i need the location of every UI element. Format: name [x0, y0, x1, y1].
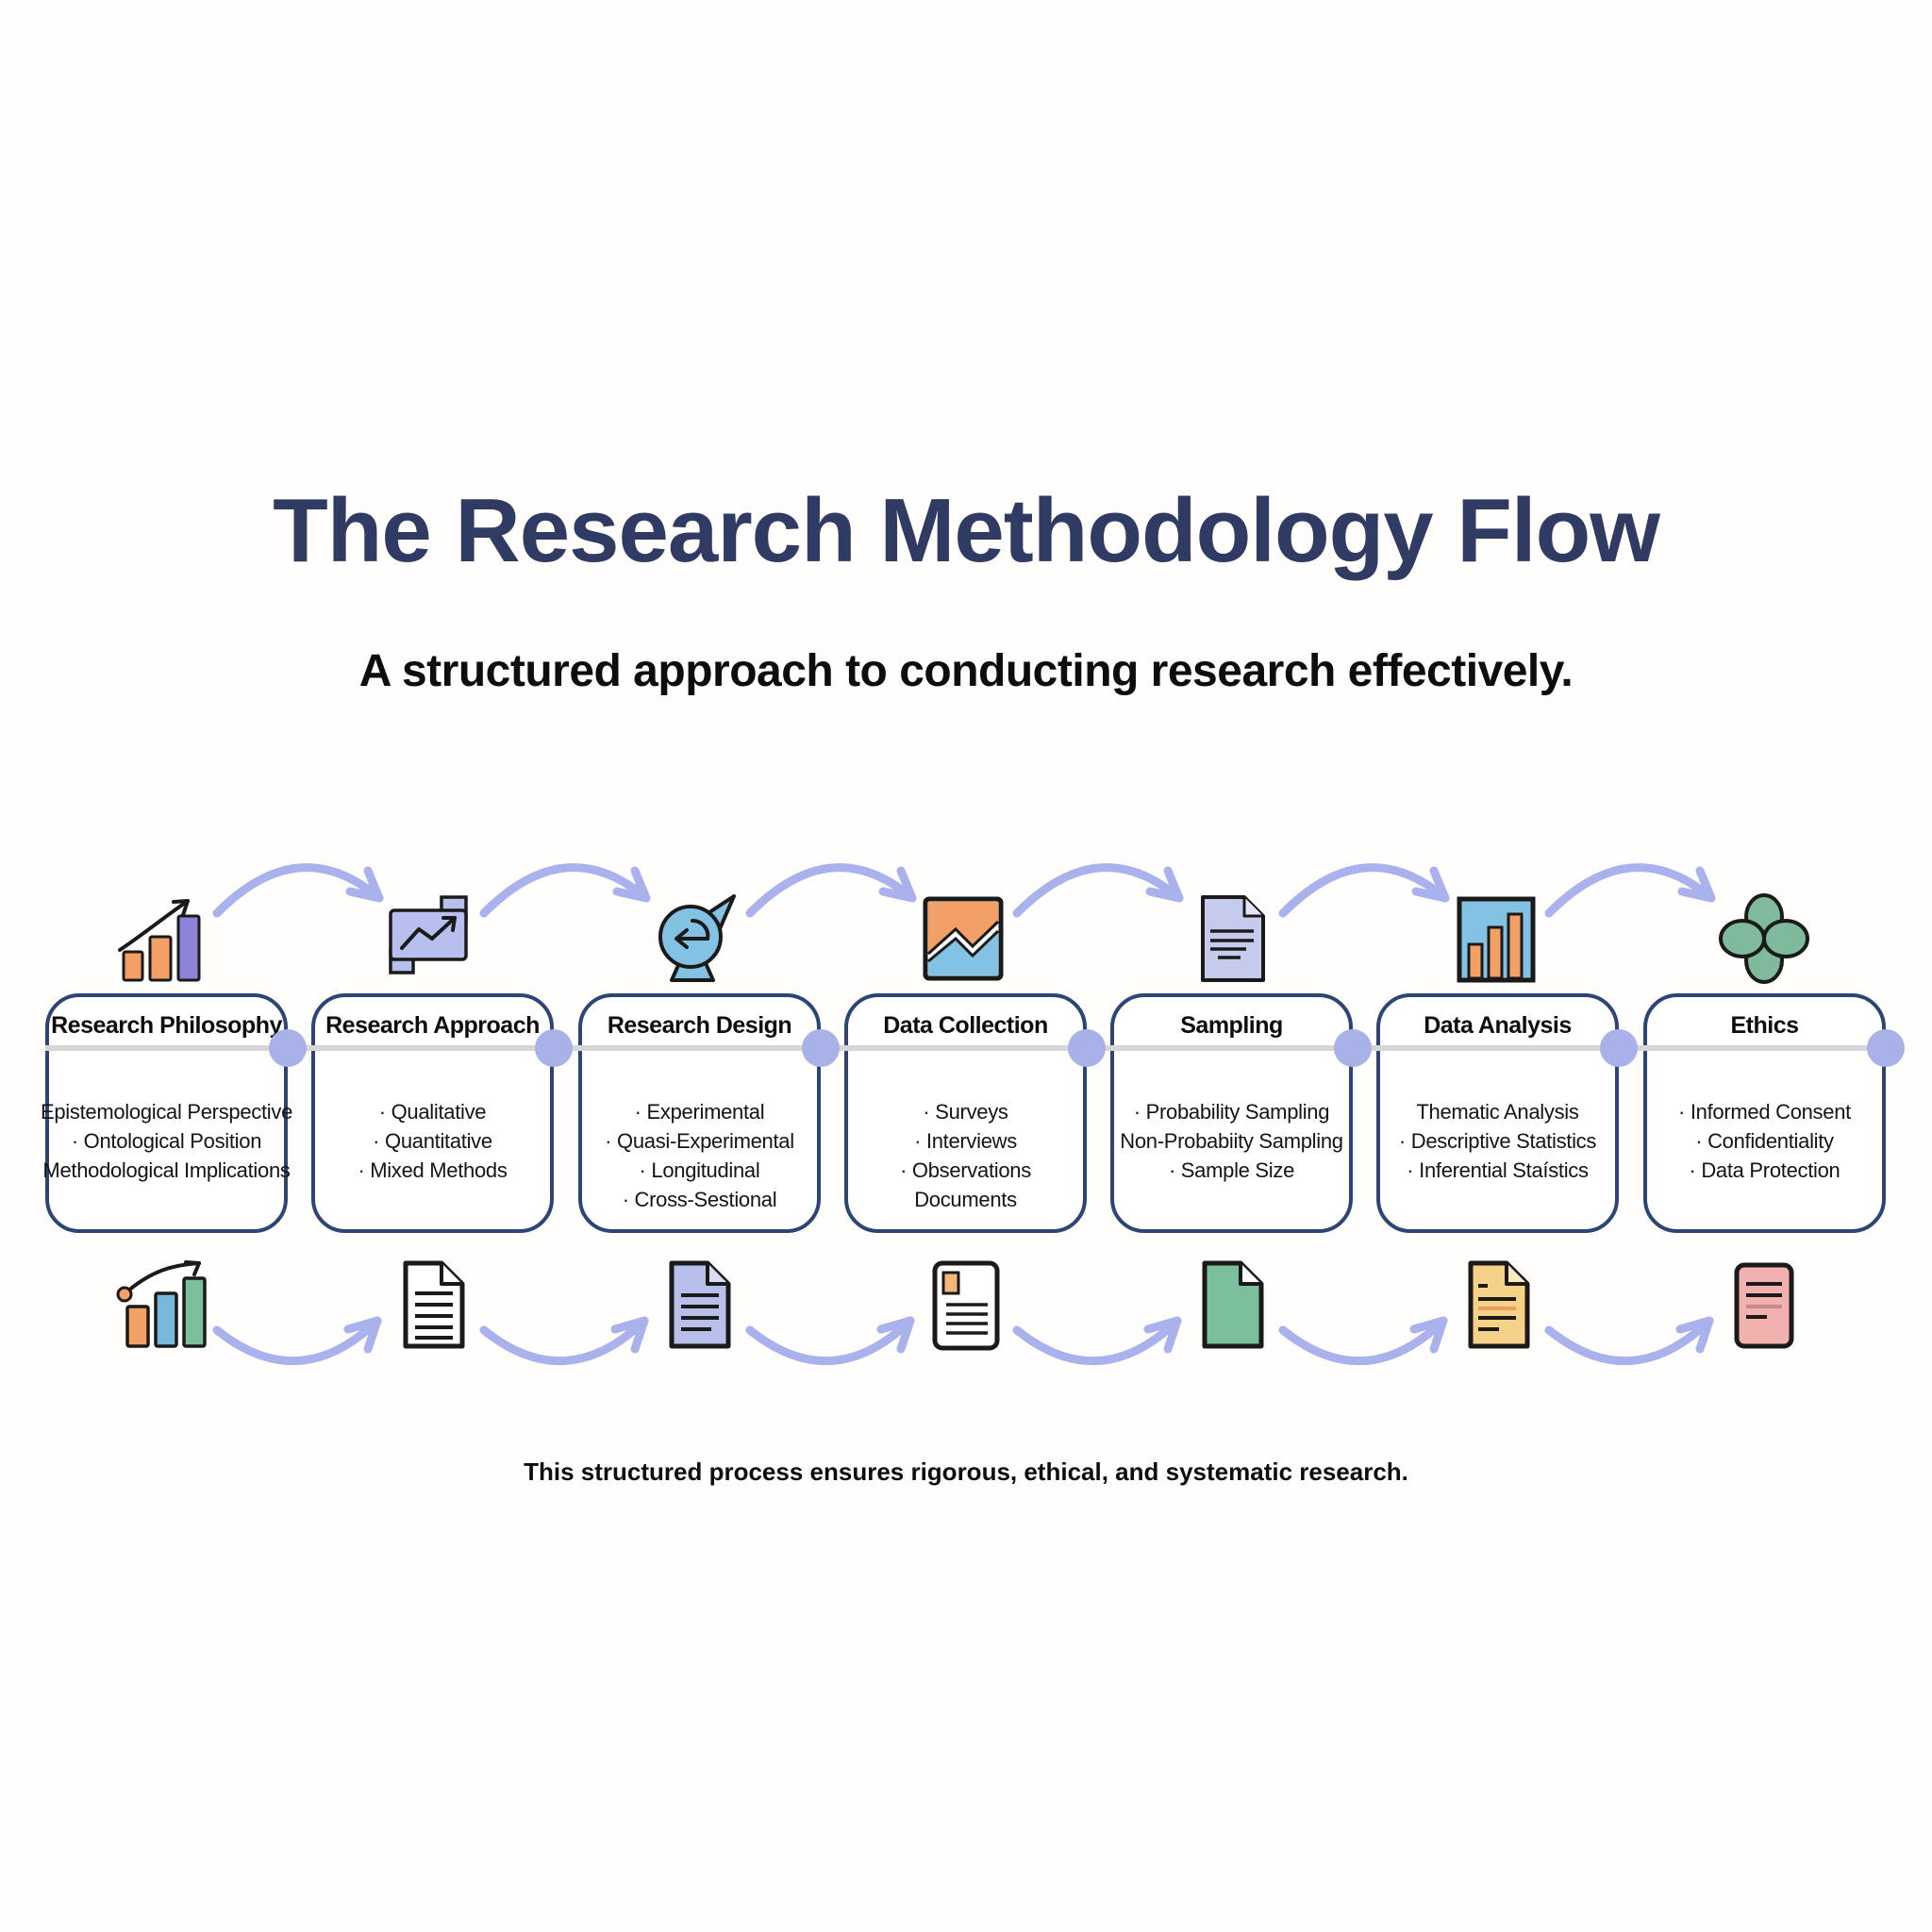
clover-icon — [1719, 893, 1809, 984]
connector-dot — [1334, 1029, 1372, 1067]
connector-dot — [269, 1029, 307, 1067]
flow-arrow-icon — [479, 863, 651, 918]
flow-arrow-icon — [1012, 1316, 1182, 1366]
card-title: Data Collection — [883, 1012, 1048, 1039]
list-item: Thematic Analysis — [1416, 1100, 1579, 1124]
card-research-approach: Research Approach · Qualitative · Quanti… — [311, 993, 554, 1233]
connector-line — [45, 1045, 1896, 1051]
page-subtitle: A structured approach to conducting rese… — [358, 646, 1574, 696]
list-item: · Sample Size — [1168, 1158, 1295, 1182]
card-title: Data Analysis — [1424, 1012, 1572, 1039]
analytics-image-icon — [923, 896, 1004, 981]
flow-arrow-icon — [212, 1316, 382, 1366]
card-items: · Experimental · Quasi-Experimental · Lo… — [554, 1097, 845, 1214]
list-item: · Mixed Methods — [358, 1158, 508, 1182]
list-item: · Interviews — [914, 1129, 1017, 1153]
document-lines-icon — [1201, 895, 1265, 982]
list-item: · Informed Consent — [1678, 1100, 1851, 1124]
yellow-document-icon — [1468, 1260, 1530, 1349]
list-item: Epistemological Perspective — [40, 1100, 293, 1124]
list-item: · Quasi-Experimental — [605, 1129, 794, 1153]
page-title: The Research Methodology Flow — [273, 480, 1660, 581]
card-items: · Qualitative · Quantitative · Mixed Met… — [287, 1097, 578, 1185]
list-item: · Qualitative — [378, 1100, 487, 1124]
card-title: Ethics — [1730, 1012, 1799, 1039]
card-ethics: Ethics · Informed Consent · Confidential… — [1643, 993, 1886, 1233]
flow-arrow-icon — [1544, 1316, 1714, 1366]
card-data-collection: Data Collection · Surveys · Interviews ·… — [844, 993, 1087, 1233]
green-document-icon — [1202, 1260, 1264, 1349]
list-item: · Cross-Sestional — [622, 1188, 777, 1211]
list-item: · Data Protection — [1689, 1158, 1840, 1182]
list-item: · Ontological Position — [71, 1129, 262, 1153]
list-item: · Inferential Staístics — [1407, 1158, 1589, 1182]
white-document-icon — [403, 1260, 465, 1349]
card-title: Research Philosophy — [51, 1012, 282, 1039]
list-item: Methodological Implications — [42, 1158, 291, 1182]
list-item: Non-Probabiity Sampling — [1120, 1129, 1343, 1153]
trend-banner-icon — [389, 895, 468, 974]
purple-document-icon — [669, 1260, 731, 1349]
connector-dot — [1867, 1029, 1905, 1067]
bar-chart-panel-icon — [1457, 896, 1536, 983]
list-item: · Experimental — [634, 1100, 765, 1124]
card-sampling: Sampling · Probability Sampling Non-Prob… — [1110, 993, 1353, 1233]
report-document-icon — [932, 1260, 1000, 1351]
bar-chart-trend-icon — [116, 1260, 207, 1348]
list-item: Documents — [914, 1188, 1017, 1211]
pink-document-icon — [1734, 1262, 1794, 1349]
connector-dot — [535, 1029, 573, 1067]
flow-arrow-icon — [745, 863, 917, 918]
list-item: · Quantitative — [373, 1129, 492, 1153]
list-item: · Surveys — [923, 1100, 1008, 1124]
flow-arrow-icon — [745, 1316, 915, 1366]
flow-arrow-icon — [1278, 863, 1450, 918]
card-data-analysis: Data Analysis Thematic Analysis · Descri… — [1376, 993, 1619, 1233]
list-item: · Longitudinal — [639, 1158, 760, 1182]
rotate-arrow-icon — [658, 894, 736, 982]
connector-dot — [802, 1029, 840, 1067]
flow-arrow-icon — [212, 863, 384, 918]
footer-caption: This structured process ensures rigorous… — [524, 1457, 1408, 1486]
flow-arrow-icon — [479, 1316, 649, 1366]
card-items: · Probability Sampling Non-Probabiity Sa… — [1086, 1097, 1377, 1185]
connector-dot — [1068, 1029, 1106, 1067]
card-items: · Informed Consent · Confidentiality · D… — [1619, 1097, 1910, 1185]
list-item: · Observations — [900, 1158, 1031, 1182]
connector-dot — [1600, 1029, 1638, 1067]
list-item: · Probability Sampling — [1133, 1100, 1330, 1124]
list-item: · Descriptive Statistics — [1398, 1129, 1597, 1153]
card-research-design: Research Design · Experimental · Quasi-E… — [578, 993, 821, 1233]
card-items: Epistemological Perspective · Ontologica… — [21, 1097, 312, 1185]
card-research-philosophy: Research Philosophy Epistemological Pers… — [41, 993, 292, 1233]
card-title: Research Approach — [325, 1012, 540, 1039]
list-item: · Confidentiality — [1695, 1129, 1834, 1153]
card-title: Sampling — [1180, 1012, 1283, 1039]
flow-arrow-icon — [1544, 863, 1716, 918]
flow-arrow-icon — [1012, 863, 1184, 918]
card-items: Thematic Analysis · Descriptive Statisti… — [1352, 1097, 1643, 1185]
card-title: Research Design — [607, 1012, 792, 1039]
card-items: · Surveys · Interviews · Observations Do… — [820, 1097, 1111, 1214]
flow-arrow-icon — [1278, 1316, 1448, 1366]
growth-bar-chart-icon — [118, 899, 201, 982]
